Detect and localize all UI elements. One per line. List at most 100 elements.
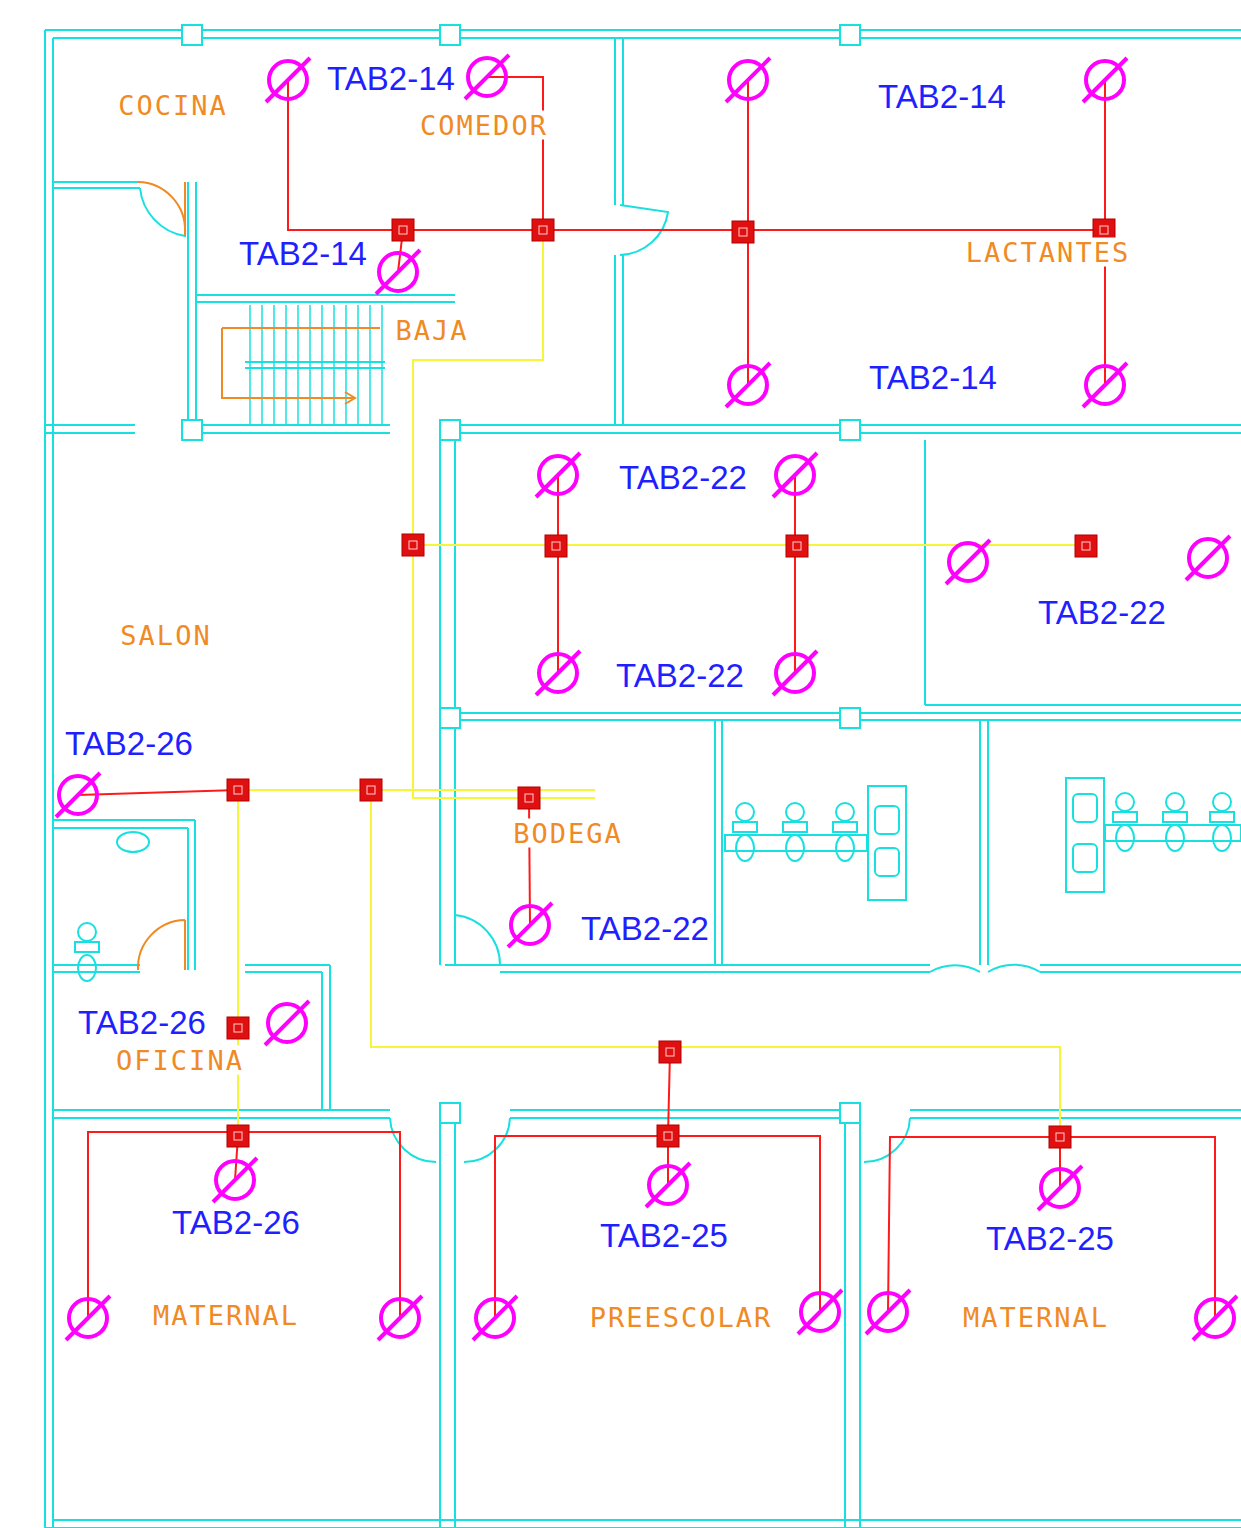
junction-box (1075, 535, 1097, 557)
wall-line (454, 1118, 456, 1528)
walls (45, 25, 1241, 1528)
junction-box (399, 226, 407, 234)
toilet-symbol (736, 835, 754, 861)
circuit-wire (78, 790, 238, 795)
red-wiring (78, 77, 1215, 1318)
toilet-symbol (736, 803, 754, 821)
outlet-symbol (646, 1163, 690, 1207)
outlet-symbol (376, 250, 420, 294)
column-square (840, 708, 860, 728)
circuit-label: TAB2-22 (1038, 596, 1166, 629)
circuit-wire (288, 80, 1104, 230)
stair-arrow (222, 328, 380, 404)
wall-line (245, 964, 330, 966)
stair-tread (261, 305, 263, 425)
partition (1105, 825, 1241, 841)
door-swing (138, 182, 185, 236)
partition (725, 835, 867, 851)
circuit-wire (88, 1132, 400, 1318)
wall-line (53, 827, 188, 829)
outlet-symbol (536, 651, 580, 695)
wall-line (924, 440, 926, 705)
stair-tread (297, 305, 299, 425)
toilet-symbol (786, 803, 804, 821)
door-swing (455, 915, 500, 965)
sink-symbol (875, 848, 899, 876)
outlet-symbol (265, 1001, 309, 1045)
column-square (440, 420, 460, 440)
wall-line (439, 425, 441, 965)
column-square (440, 708, 460, 728)
outlet-symbol (946, 540, 990, 584)
fixtures (75, 778, 1241, 981)
outlet-symbol (1186, 536, 1230, 580)
toilet-symbol (1213, 793, 1231, 811)
junction-box (659, 1041, 681, 1063)
junction-box (666, 1048, 674, 1056)
circuit-label: TAB2-25 (600, 1219, 728, 1252)
outlet-symbol (213, 1158, 257, 1202)
conduit-wire (238, 789, 595, 791)
junction-box (392, 219, 414, 241)
wall-line (52, 38, 54, 1528)
conduit-wire (371, 790, 1060, 1137)
wall-line (53, 181, 140, 183)
junction-box (227, 1125, 249, 1147)
toilet-symbol (836, 803, 854, 821)
outlet-symbol (378, 1296, 422, 1340)
junction-box (409, 541, 417, 549)
sink-symbol (875, 806, 899, 834)
wall-line (859, 1118, 861, 1528)
conduit-wire (237, 790, 239, 1136)
wall-line (53, 1519, 1241, 1521)
toilet-symbol (733, 822, 757, 832)
junction-box (367, 786, 375, 794)
junction-box (518, 787, 540, 809)
wall-line (614, 255, 616, 425)
wall-line (53, 1109, 390, 1111)
door-swing (930, 965, 1040, 972)
wall-line (1040, 971, 1241, 973)
wall-line (45, 29, 1241, 31)
wall-line (510, 1109, 840, 1111)
junction-boxes (227, 219, 1115, 1148)
stair-tread (321, 305, 323, 425)
door-swing (390, 1118, 910, 1162)
junction-box (360, 779, 382, 801)
junction-box (793, 542, 801, 550)
circuit-label: TAB2-25 (986, 1222, 1114, 1255)
junction-box (227, 779, 249, 801)
outlet-symbol (1038, 1166, 1082, 1210)
outlet-symbol (56, 773, 100, 817)
toilet-symbol (78, 923, 96, 941)
circuit-label: TAB2-14 (327, 62, 455, 95)
room-name: COCINA (115, 91, 231, 120)
circuit-label: TAB2-14 (878, 80, 1006, 113)
junction-box (732, 221, 754, 243)
outlet-symbol (266, 58, 310, 102)
wall-line (53, 37, 1241, 39)
room-name: BAJA (392, 316, 471, 345)
toilet-symbol (1113, 812, 1137, 822)
room-name: MATERNAL (960, 1303, 1112, 1332)
column-square (840, 1103, 860, 1123)
sink-counter (868, 786, 906, 900)
wall-line (910, 1109, 1241, 1111)
outlet-symbol (536, 453, 580, 497)
stair-rail (245, 361, 385, 363)
wall-line (987, 720, 989, 965)
junction-box (227, 1017, 249, 1039)
wall-line (44, 30, 46, 1528)
outlet-symbol (465, 55, 509, 99)
wall-line (445, 964, 930, 966)
outlet-symbol (726, 363, 770, 407)
sink-symbol (1073, 844, 1097, 872)
outlet-symbol (726, 58, 770, 102)
wall-line (925, 704, 1241, 706)
junction-box (1056, 1133, 1064, 1141)
stair-tread (381, 305, 383, 425)
wall-line (196, 294, 455, 296)
toilet-symbol (1116, 825, 1134, 851)
